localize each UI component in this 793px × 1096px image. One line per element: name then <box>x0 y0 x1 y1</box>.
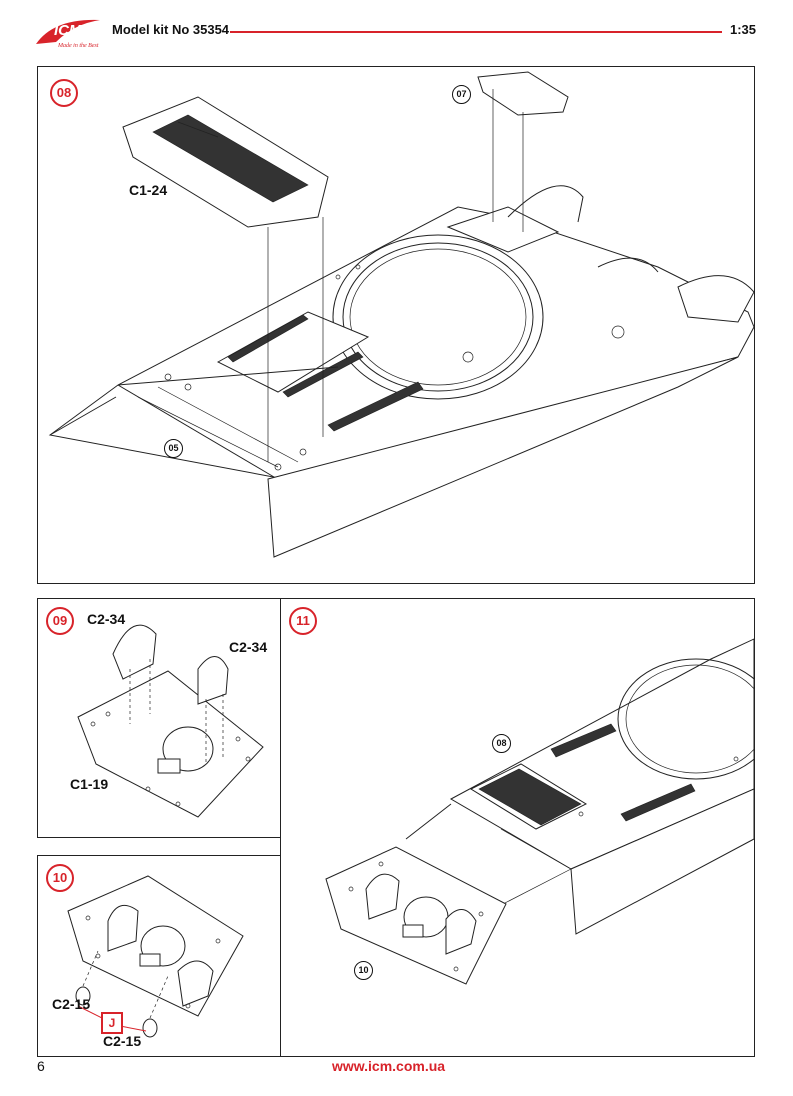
part-label-c1-19: C1-19 <box>70 776 109 792</box>
footer-url[interactable]: www.icm.com.ua <box>332 1058 446 1074</box>
kit-title: Model kit No 35354 <box>112 22 230 37</box>
step-08-illustration <box>48 71 754 558</box>
icm-logo: ICM Made in the Best <box>34 14 104 50</box>
logo-tagline: Made in the Best <box>57 43 99 49</box>
part-label-c2-15-a: C2-15 <box>52 996 91 1012</box>
step-08-panel: 08 C1-24 07 05 <box>37 66 755 584</box>
step-number-11: 11 <box>289 607 317 635</box>
part-label-c2-34-a: C2-34 <box>87 611 126 627</box>
ref-step-10: 10 <box>354 961 373 980</box>
logo-mark: ICM Made in the Best <box>36 19 100 49</box>
part-label-c1-24: C1-24 <box>129 182 168 198</box>
step-number-09: 09 <box>46 607 74 635</box>
part-label-c2-15-b: C2-15 <box>103 1033 142 1049</box>
step-11-panel: 11 08 10 <box>280 598 755 1057</box>
step-11-illustration <box>325 638 754 985</box>
part-label-c2-34-b: C2-34 <box>229 639 268 655</box>
step-09-illustration <box>77 624 264 818</box>
scale-label: 1:35 <box>730 22 757 37</box>
ref-step-08: 08 <box>492 734 511 753</box>
paint-code-j: J <box>101 1012 123 1034</box>
ref-step-07: 07 <box>452 85 471 104</box>
ref-step-05: 05 <box>164 439 183 458</box>
step-10-panel: 10 C2-15 J C2-15 <box>37 855 282 1057</box>
step-09-panel: 09 C2-34 C2-34 C1-19 <box>37 598 282 838</box>
header-divider <box>230 31 722 33</box>
logo-text: ICM <box>54 22 82 39</box>
step-number-10: 10 <box>46 864 74 892</box>
step-number-08: 08 <box>50 79 78 107</box>
step-10-illustration <box>67 875 244 1038</box>
page-number: 6 <box>37 1058 45 1074</box>
